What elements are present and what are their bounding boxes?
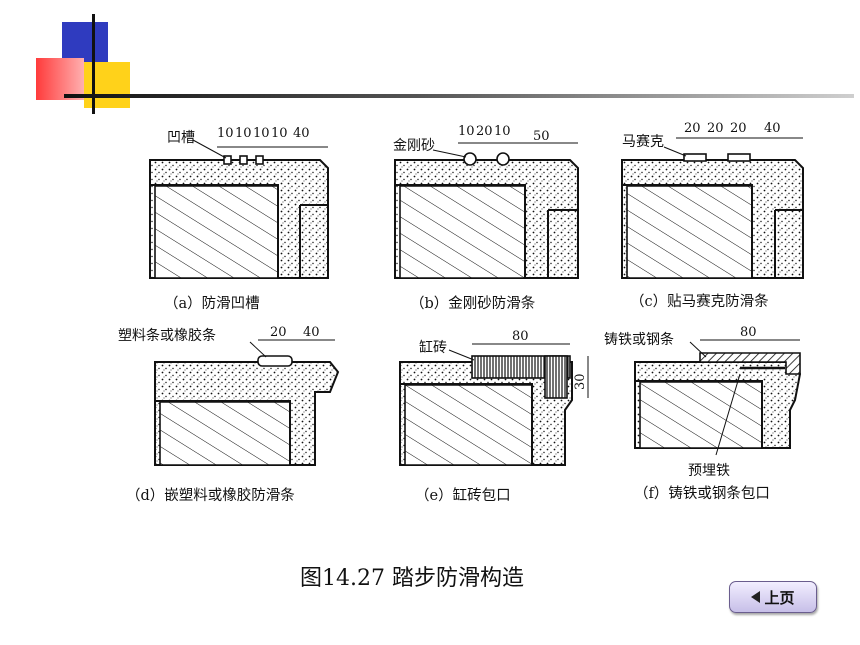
dim-b-3: 10 [494,124,511,139]
dim-a-1: 10 [217,126,234,141]
dim-d-2: 40 [303,325,320,340]
callout-d: 塑料条或橡胶条 [118,327,216,344]
panel-c: 马赛克 20 20 20 40 （c）贴马赛克防滑条 [621,121,804,310]
caption-e: （e）缸砖包口 [415,486,511,504]
left-triangle-icon [751,591,761,603]
dim-b-1: 10 [458,124,475,139]
dim-e-2: 30 [573,373,588,390]
decor-horizontal-rule [64,94,854,98]
dim-b-4: 50 [533,129,550,144]
dim-b-2: 20 [476,124,493,139]
decor-vertical-line [92,14,95,114]
callout-b: 金刚砂 [393,138,435,154]
callout-c: 马赛克 [622,134,664,150]
callout-f2: 预埋铁 [688,463,730,479]
panel-b: 金刚砂 10 20 10 50 （b）金刚砂防滑条 [393,124,579,312]
dim-c-3: 20 [730,121,747,136]
panel-d: 塑料条或橡胶条 20 40 （d）嵌塑料或橡胶防滑条 [118,325,340,504]
dim-f-1: 80 [740,325,757,340]
dim-a-2: 10 [235,126,252,141]
prev-page-button[interactable]: 上页 [729,581,817,613]
dim-a-4: 10 [271,126,288,141]
decor-red-square [36,58,84,100]
caption-c: （c）贴马赛克防滑条 [630,293,769,310]
dim-a-3: 10 [253,126,270,141]
dim-c-2: 20 [707,121,724,136]
dim-c-4: 40 [764,121,781,136]
dim-a-5: 40 [293,126,310,141]
panel-f: 铸铁或钢条 80 预埋铁 （f）铸铁或钢条包口 [604,325,802,502]
figure-title: 图14.27 踏步防滑构造 [300,566,524,591]
callout-a: 凹槽 [167,130,195,146]
callout-e: 缸砖 [419,339,447,356]
panel-a: 凹槽 10 10 10 10 40 （a）防滑凹槽 [149,126,329,312]
caption-f: （f）铸铁或钢条包口 [634,485,770,502]
panel-e: 缸砖 80 30 （e）缸砖包口 [399,329,589,504]
prev-page-label: 上页 [764,588,795,607]
decor-yellow-square [84,62,130,108]
dim-d-1: 20 [270,325,287,340]
dim-c-1: 20 [684,121,701,136]
callout-f: 铸铁或钢条 [604,331,674,348]
caption-d: （d）嵌塑料或橡胶防滑条 [126,487,295,504]
caption-b: （b）金刚砂防滑条 [410,295,535,312]
caption-a: （a）防滑凹槽 [164,295,260,312]
dim-e-1: 80 [512,329,529,344]
